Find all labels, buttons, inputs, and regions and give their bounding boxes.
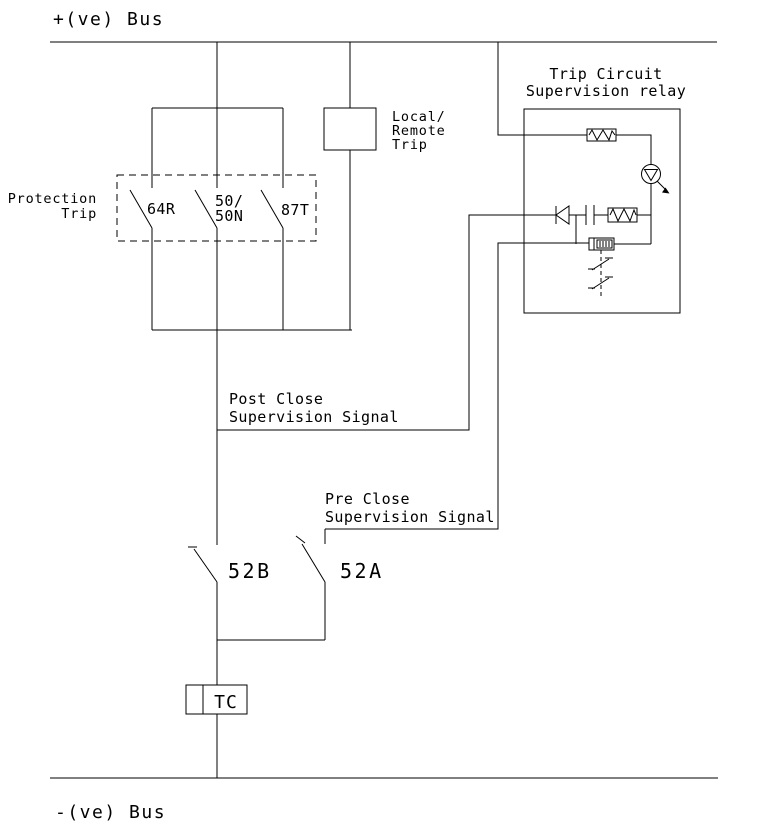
positive-bus: +(ve) Bus — [50, 9, 717, 43]
resistor-top-zigzag — [588, 128, 616, 142]
switch-label-50-line1: 50/ — [215, 192, 243, 210]
relay-coil-hatch — [599, 241, 610, 247]
switch-blade-50-50n — [194, 189, 218, 229]
local-remote-trip: Local/ Remote Trip — [323, 42, 446, 330]
switch-blade-87t — [260, 189, 284, 229]
wire-relay-top-feed — [497, 42, 587, 136]
protection-trip-group: Protection Trip 64R 50/ 50N 87T — [8, 174, 317, 242]
trip-coil: TC — [185, 684, 248, 715]
protection-label-line1: Protection — [8, 191, 97, 207]
trip-path-wires — [151, 42, 352, 778]
resistor-icon-2 — [607, 207, 638, 223]
wire-post-close — [217, 214, 556, 431]
breaker-52a-label: 52A — [340, 559, 384, 583]
pre-close-signal: Pre Close Supervision Signal — [325, 242, 589, 530]
led-circle — [641, 164, 661, 184]
switch-blade-64r — [129, 189, 153, 229]
resistor-icon — [586, 128, 617, 142]
capacitor-icon — [585, 205, 595, 225]
local-remote-label-line1: Local/ — [392, 109, 446, 125]
resistor-mid-zigzag — [609, 207, 637, 223]
relay-contacts — [588, 250, 613, 297]
local-remote-label-line2: Remote — [392, 123, 446, 139]
relay-contact-icon-1 — [588, 257, 613, 271]
switch-label-64r: 64R — [147, 200, 176, 218]
trip-coil-box — [185, 684, 248, 715]
protection-label-line2: Trip — [61, 206, 97, 222]
switch-blade-52b — [193, 548, 218, 583]
post-close-signal: Post Close Supervision Signal — [217, 214, 556, 431]
wire-pre-close — [325, 242, 589, 530]
post-close-label-line1: Post Close — [229, 390, 323, 408]
switch-label-87t: 87T — [281, 201, 309, 219]
tcs-relay: Trip Circuit Supervision relay — [497, 42, 686, 314]
diode-triangle — [555, 205, 570, 225]
diode-icon — [555, 205, 570, 225]
contact2-blade — [591, 277, 610, 290]
tcs-relay-enclosure — [523, 108, 681, 314]
wire-relay-led-branch — [616, 134, 652, 244]
led-icon — [641, 164, 670, 194]
pre-close-label-line1: Pre Close — [325, 490, 410, 508]
post-close-label-line2: Supervision Signal — [229, 408, 399, 426]
capacitor-plates — [585, 205, 595, 225]
switch-tick-52a — [295, 535, 306, 544]
switch-label-50-line2: 50N — [215, 207, 243, 225]
relay-contact-icon-2 — [588, 276, 613, 290]
breaker-52b: 52B — [188, 546, 272, 583]
negative-bus-label: -(ve) Bus — [55, 802, 166, 823]
tcs-relay-title-line1: Trip Circuit — [549, 65, 662, 83]
trip-coil-label: TC — [214, 692, 238, 713]
led-arrow-head — [662, 187, 670, 194]
positive-bus-label: +(ve) Bus — [53, 9, 164, 30]
relay-coil-icon — [588, 237, 615, 251]
protection-trip-dashed-box — [116, 174, 317, 242]
contact1-blade — [591, 258, 610, 271]
pre-close-label-line2: Supervision Signal — [325, 508, 495, 526]
switch-blade-52a — [301, 543, 326, 583]
breaker-52b-label: 52B — [228, 559, 272, 583]
relay-coil-inner-box — [596, 239, 613, 249]
negative-bus: -(ve) Bus — [50, 777, 718, 823]
led-triangle — [643, 169, 659, 182]
breaker-52a: 52A — [295, 529, 384, 640]
local-remote-label-line3: Trip — [392, 137, 428, 153]
local-remote-box — [323, 107, 377, 151]
tcs-relay-title-line2: Supervision relay — [526, 82, 686, 100]
